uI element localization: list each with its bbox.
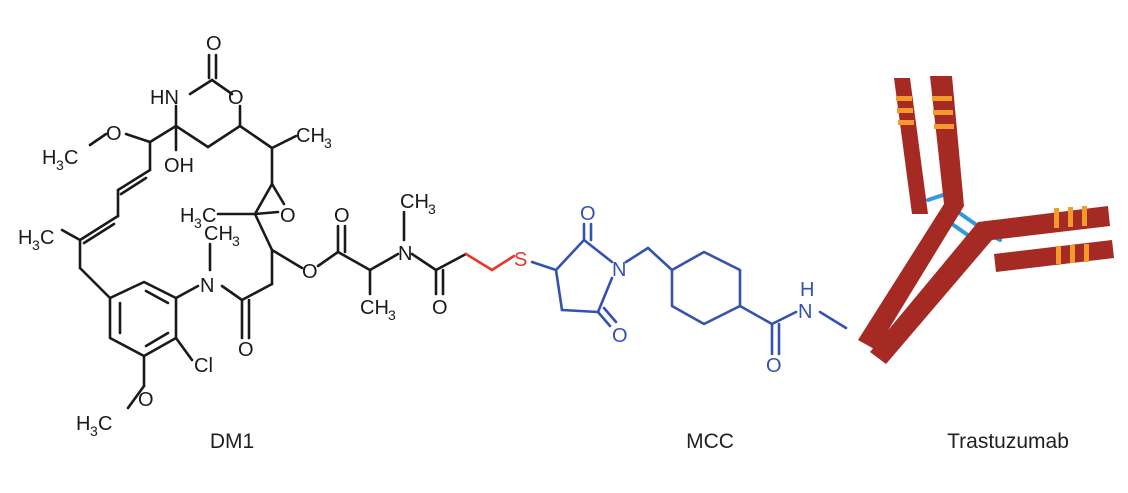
caption-mcc: MCC [686,430,734,453]
group-ch3: CH 3 [296,125,332,151]
atom-o: O [106,123,122,145]
atom-o: O [228,87,244,109]
atom-o: O [334,205,350,227]
svg-text:C: C [202,205,216,227]
antibody-icon [858,76,1114,364]
cdr-bands [896,96,954,129]
caption-dm1: DM1 [210,430,254,453]
atom-o: O [206,33,222,55]
svg-text:3: 3 [428,201,436,217]
svg-text:3: 3 [194,215,202,231]
svg-text:C: C [40,227,54,249]
svg-text:H: H [76,413,90,435]
svg-text:3: 3 [90,423,98,439]
group-h3c: H 3 C [76,413,112,439]
group-h3c: H 3 C [180,205,216,231]
svg-text:CH: CH [296,125,325,147]
light-chain [994,240,1114,272]
svg-text:H: H [180,205,194,227]
svg-text:3: 3 [232,233,240,249]
atom-o: O [238,339,254,361]
atom-hn: HN [150,87,179,109]
cdr-bands [1054,206,1089,264]
atom-h: H [800,279,814,301]
svg-text:C: C [64,147,78,169]
atom-s: S [514,249,527,271]
atom-o: O [138,389,154,411]
svg-text:H: H [42,147,56,169]
svg-text:3: 3 [324,135,332,151]
svg-text:CH: CH [204,223,233,245]
atom-n: N [612,259,626,281]
disulfide-bond [956,210,980,228]
atom-o: O [580,203,596,225]
svg-text:3: 3 [32,237,40,253]
mcc-atom-labels: O N O O H N [580,203,814,377]
atom-o-ester: O [302,261,318,283]
atom-labels: O HN O O OH H 3 C CH 3 H 3 C O H 3 C [18,33,448,439]
group-ch3: CH 3 [360,297,396,323]
group-ch3: CH 3 [400,191,436,217]
atom-n: N [200,275,214,297]
group-ch3: CH 3 [204,223,240,249]
mcc-linker-structure [530,222,848,356]
dm1-structure [60,53,468,410]
atom-n: N [798,301,812,323]
svg-text:CH: CH [360,297,389,319]
caption-trastuzumab: Trastuzumab [947,430,1069,453]
atom-n: N [398,243,412,265]
atom-o-epoxide: O [280,205,296,227]
atom-o: O [432,297,448,319]
mcc-atom-labels: S [514,249,527,271]
svg-text:H: H [18,227,32,249]
thioether-linker [464,252,516,272]
svg-text:3: 3 [388,307,396,323]
atom-oh: OH [164,155,194,177]
atom-o: O [612,325,628,347]
svg-text:C: C [98,413,112,435]
atom-o: O [766,355,782,377]
svg-text:CH: CH [400,191,429,213]
atom-cl: Cl [194,355,213,377]
svg-text:3: 3 [56,157,64,173]
group-h3c: H 3 C [42,147,78,173]
group-h3c: H 3 C [18,227,54,253]
heavy-chain [858,76,964,350]
